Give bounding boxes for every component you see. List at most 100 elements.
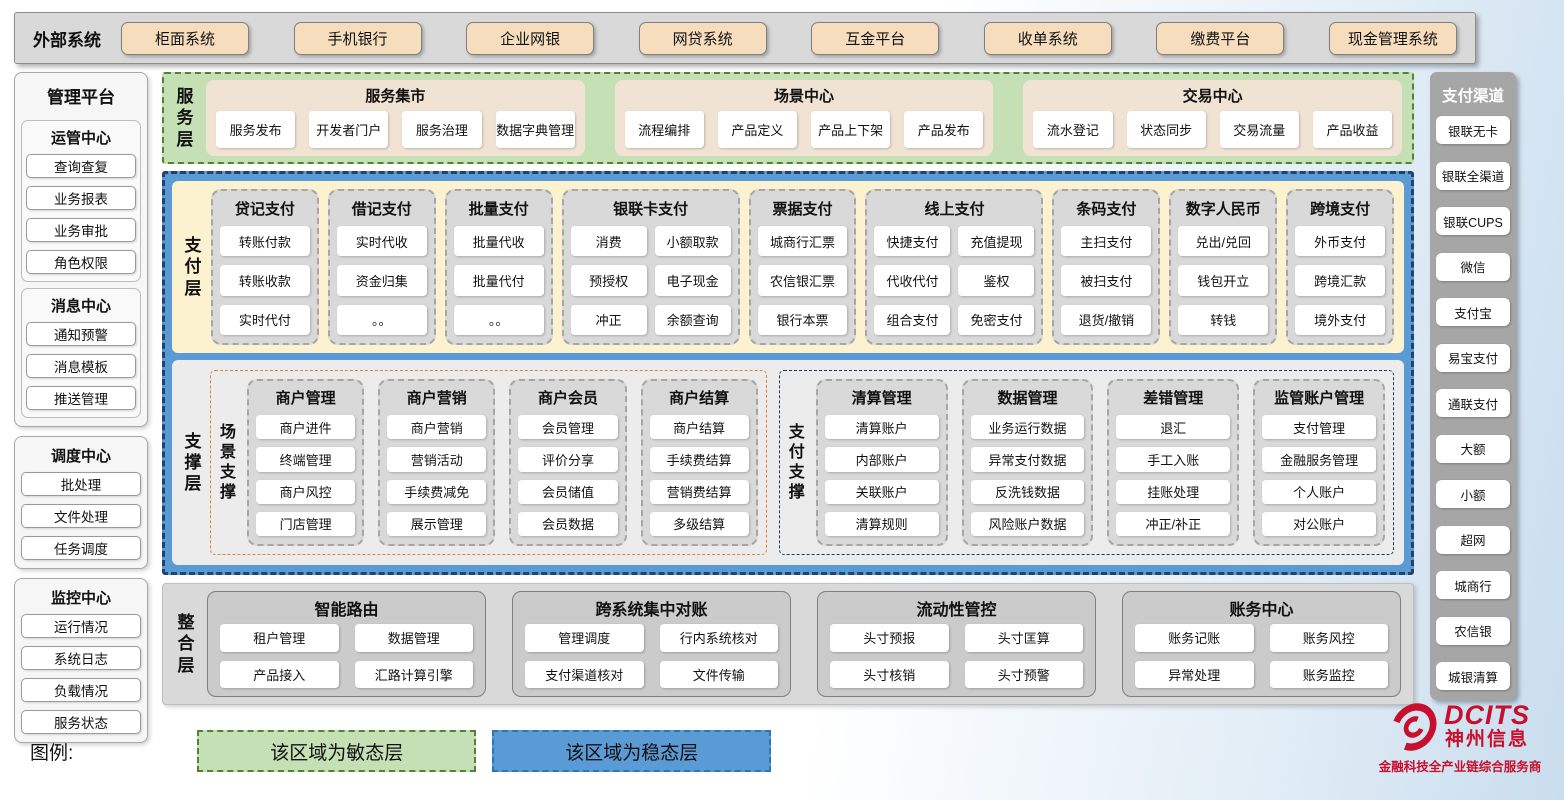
support-function-button[interactable]: 商户风控: [256, 479, 356, 504]
management-button[interactable]: 任务调度: [21, 536, 141, 560]
support-function-button[interactable]: 终端管理: [256, 447, 356, 472]
integration-function-button[interactable]: 头寸预报: [830, 624, 949, 652]
payment-function-button[interactable]: 余额查询: [654, 304, 731, 335]
service-button[interactable]: 服务治理: [402, 111, 482, 148]
payment-function-button[interactable]: 资金归集: [336, 265, 427, 296]
management-button[interactable]: 通知预警: [26, 322, 136, 346]
payment-channel-button[interactable]: 大额: [1436, 434, 1510, 463]
payment-function-button[interactable]: 电子现金: [654, 265, 731, 296]
payment-channel-button[interactable]: 银联CUPS: [1436, 207, 1510, 235]
support-function-button[interactable]: 会员管理: [518, 415, 618, 440]
service-button[interactable]: 数据字典管理: [495, 111, 575, 148]
payment-function-button[interactable]: 银行本票: [757, 304, 848, 335]
management-button[interactable]: 批处理: [21, 472, 141, 496]
external-system-button[interactable]: 网贷系统: [638, 21, 767, 55]
payment-function-button[interactable]: 外币支付: [1295, 226, 1386, 257]
integration-function-button[interactable]: 账务记账: [1135, 624, 1254, 652]
integration-function-button[interactable]: 账务风控: [1269, 624, 1388, 652]
service-button[interactable]: 开发者门户: [309, 111, 389, 148]
payment-channel-button[interactable]: 支付宝: [1436, 298, 1510, 326]
integration-function-button[interactable]: 数据管理: [354, 624, 473, 652]
service-button[interactable]: 流水登记: [1033, 111, 1113, 148]
payment-function-button[interactable]: 退货/撤销: [1061, 304, 1152, 335]
external-system-button[interactable]: 手机银行: [293, 21, 422, 55]
payment-channel-button[interactable]: 超网: [1436, 525, 1510, 554]
payment-function-button[interactable]: 代收代付: [874, 265, 951, 296]
integration-function-button[interactable]: 异常处理: [1135, 660, 1254, 688]
external-system-button[interactable]: 缴费平台: [1156, 21, 1285, 55]
integration-function-button[interactable]: 账务监控: [1269, 660, 1388, 688]
payment-function-button[interactable]: 批量代付: [453, 265, 544, 296]
support-function-button[interactable]: 关联账户: [824, 479, 939, 504]
support-function-button[interactable]: 营销费结算: [649, 479, 749, 504]
management-button[interactable]: 推送管理: [26, 386, 136, 410]
management-button[interactable]: 运行情况: [21, 614, 141, 638]
support-function-button[interactable]: 金融服务管理: [1262, 447, 1377, 472]
management-button[interactable]: 业务报表: [26, 186, 136, 210]
payment-channel-button[interactable]: 城商行: [1436, 571, 1510, 599]
payment-channel-button[interactable]: 城银清算: [1436, 662, 1510, 690]
management-button[interactable]: 角色权限: [26, 250, 136, 274]
support-function-button[interactable]: 商户营销: [387, 415, 487, 440]
payment-channel-button[interactable]: 微信: [1436, 252, 1510, 281]
support-function-button[interactable]: 退汇: [1116, 415, 1231, 440]
payment-function-button[interactable]: 钱包开立: [1178, 265, 1269, 296]
support-function-button[interactable]: 异常支付数据: [970, 447, 1085, 472]
support-function-button[interactable]: 商户进件: [256, 415, 356, 440]
payment-function-button[interactable]: 被扫支付: [1061, 265, 1152, 296]
management-button[interactable]: 系统日志: [21, 646, 141, 670]
payment-function-button[interactable]: 境外支付: [1295, 304, 1386, 335]
service-button[interactable]: 产品收益: [1312, 111, 1393, 148]
integration-function-button[interactable]: 头寸预警: [964, 660, 1083, 688]
management-button[interactable]: 服务状态: [21, 710, 141, 734]
payment-function-button[interactable]: 预授权: [570, 265, 647, 296]
payment-channel-button[interactable]: 通联支付: [1436, 389, 1510, 417]
payment-function-button[interactable]: 快捷支付: [874, 226, 951, 257]
support-function-button[interactable]: 门店管理: [256, 511, 356, 536]
support-function-button[interactable]: 商户结算: [649, 415, 749, 440]
service-button[interactable]: 服务发布: [216, 111, 296, 148]
support-function-button[interactable]: 评价分享: [518, 447, 618, 472]
management-button[interactable]: 业务审批: [26, 218, 136, 242]
support-function-button[interactable]: 对公账户: [1262, 511, 1377, 536]
payment-function-button[interactable]: 批量代收: [453, 226, 544, 257]
support-function-button[interactable]: 业务运行数据: [970, 415, 1085, 440]
support-function-button[interactable]: 展示管理: [387, 511, 487, 536]
support-function-button[interactable]: 会员数据: [518, 511, 618, 536]
support-function-button[interactable]: 手续费结算: [649, 447, 749, 472]
payment-function-button[interactable]: 农信银汇票: [757, 265, 848, 296]
support-function-button[interactable]: 内部账户: [824, 447, 939, 472]
management-button[interactable]: 消息模板: [26, 354, 136, 378]
external-system-button[interactable]: 收单系统: [983, 21, 1112, 55]
payment-function-button[interactable]: 冲正: [570, 304, 647, 335]
payment-function-button[interactable]: 。。: [453, 304, 544, 335]
service-button[interactable]: 交易流量: [1219, 111, 1299, 148]
payment-function-button[interactable]: 实时代收: [336, 226, 427, 257]
external-system-button[interactable]: 企业网银: [466, 21, 595, 55]
support-function-button[interactable]: 支付管理: [1262, 415, 1377, 440]
integration-function-button[interactable]: 文件传输: [659, 660, 778, 688]
payment-function-button[interactable]: 小额取款: [654, 226, 731, 257]
integration-function-button[interactable]: 管理调度: [525, 624, 644, 652]
payment-channel-button[interactable]: 银联无卡: [1436, 116, 1510, 144]
support-function-button[interactable]: 清算账户: [824, 415, 939, 440]
payment-function-button[interactable]: 消费: [570, 226, 647, 257]
integration-function-button[interactable]: 行内系统核对: [659, 624, 778, 652]
management-button[interactable]: 负载情况: [21, 678, 141, 702]
support-function-button[interactable]: 手续费减免: [387, 479, 487, 504]
integration-function-button[interactable]: 头寸匡算: [964, 624, 1083, 652]
integration-function-button[interactable]: 支付渠道核对: [525, 660, 644, 688]
support-function-button[interactable]: 营销活动: [387, 447, 487, 472]
payment-function-button[interactable]: 充值提现: [958, 226, 1035, 257]
payment-function-button[interactable]: 转钱: [1178, 304, 1269, 335]
external-system-button[interactable]: 柜面系统: [121, 21, 249, 55]
payment-function-button[interactable]: 。。: [336, 304, 427, 335]
support-function-button[interactable]: 清算规则: [824, 511, 939, 536]
payment-function-button[interactable]: 转账付款: [220, 226, 310, 257]
payment-channel-button[interactable]: 小额: [1436, 480, 1510, 508]
payment-function-button[interactable]: 城商行汇票: [757, 226, 848, 257]
payment-function-button[interactable]: 跨境汇款: [1295, 265, 1386, 296]
service-button[interactable]: 产品上下架: [811, 111, 891, 148]
payment-function-button[interactable]: 组合支付: [874, 304, 951, 335]
management-button[interactable]: 查询查复: [26, 154, 136, 178]
